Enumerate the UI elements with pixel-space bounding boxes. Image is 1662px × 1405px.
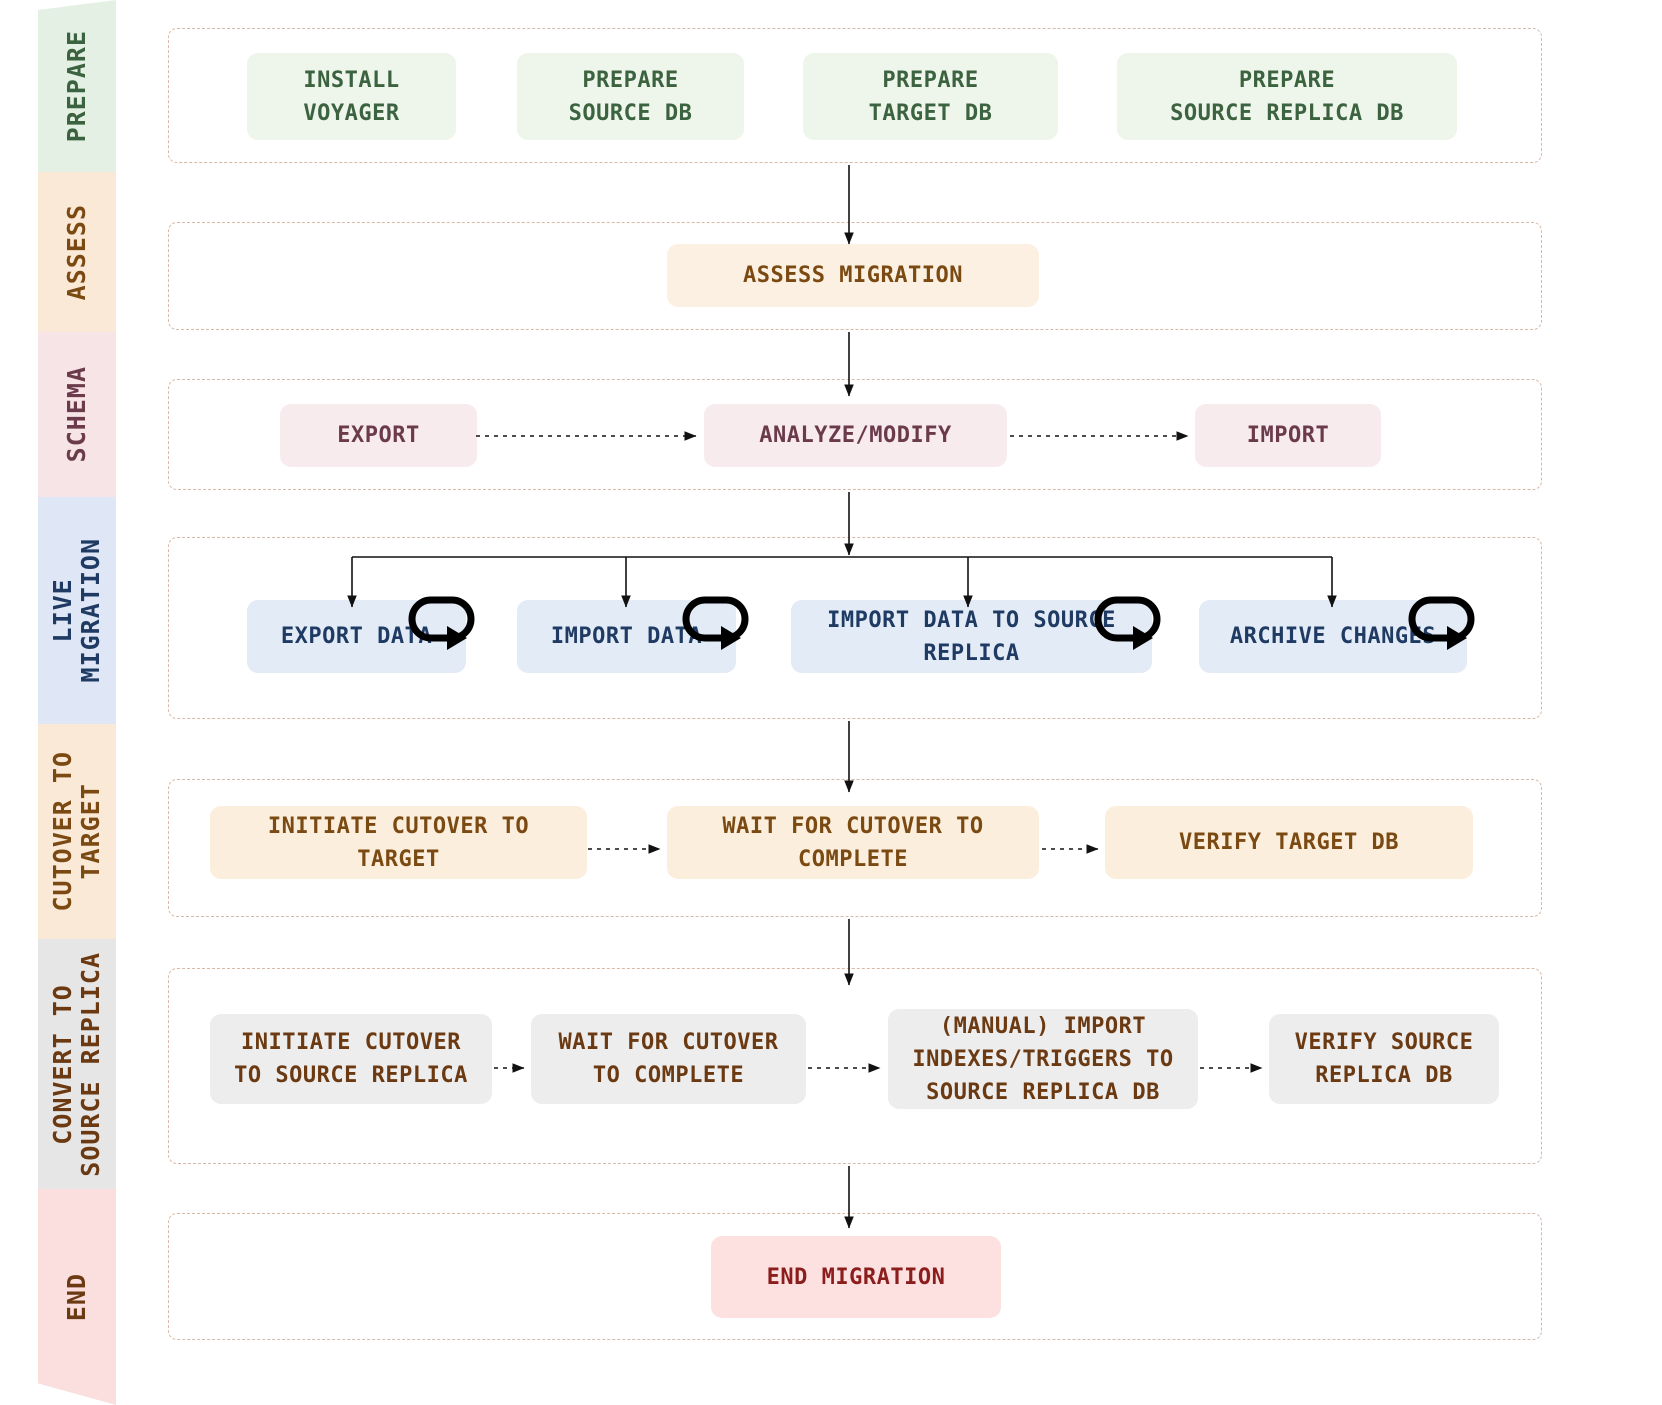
phase-label-schema: SCHEMA	[62, 366, 91, 463]
row-cutover-to-target: INITIATE CUTOVER TO TARGET WAIT FOR CUTO…	[168, 779, 1542, 917]
node-verify-source-replica-db[interactable]: VERIFY SOURCE REPLICA DB	[1269, 1014, 1499, 1104]
row-assess: ASSESS MIGRATION	[168, 222, 1542, 330]
node-prepare-source-db[interactable]: PREPARE SOURCE DB	[517, 53, 744, 140]
row-live-migration: EXPORT DATA IMPORT DATA IMPORT DATA TO S…	[168, 537, 1542, 719]
phase-ribbon: PREPARE ASSESS SCHEMA LIVE MIGRATION CUT…	[38, 0, 116, 1405]
node-end-migration[interactable]: END MIGRATION	[711, 1236, 1001, 1318]
node-initiate-cutover-to-target[interactable]: INITIATE CUTOVER TO TARGET	[210, 806, 587, 879]
node-import-data-to-source-replica[interactable]: IMPORT DATA TO SOURCE REPLICA	[791, 600, 1152, 673]
phase-label-end: END	[62, 1272, 91, 1322]
node-schema-import[interactable]: IMPORT	[1195, 404, 1381, 467]
node-manual-import-indexes-triggers[interactable]: (MANUAL) IMPORT INDEXES/TRIGGERS TO SOUR…	[888, 1009, 1198, 1109]
phase-band-end: END	[38, 1189, 116, 1405]
node-install-voyager[interactable]: INSTALL VOYAGER	[247, 53, 456, 140]
node-prepare-target-db[interactable]: PREPARE TARGET DB	[803, 53, 1058, 140]
phase-band-cutover-to-target: CUTOVER TO TARGET	[38, 724, 116, 939]
node-wait-for-cutover-to-complete-replica[interactable]: WAIT FOR CUTOVER TO COMPLETE	[531, 1014, 806, 1104]
phase-band-assess: ASSESS	[38, 172, 116, 332]
phase-label-assess: ASSESS	[62, 203, 91, 301]
node-wait-for-cutover-to-complete-target[interactable]: WAIT FOR CUTOVER TO COMPLETE	[667, 806, 1039, 879]
phase-band-schema: SCHEMA	[38, 332, 116, 497]
row-convert-to-source-replica: INITIATE CUTOVER TO SOURCE REPLICA WAIT …	[168, 968, 1542, 1164]
phase-band-convert-to-source-replica: CONVERT TO SOURCE REPLICA	[38, 939, 116, 1189]
row-schema: EXPORT ANALYZE/MODIFY IMPORT	[168, 379, 1542, 490]
phase-label-convert-to-source-replica: CONVERT TO SOURCE REPLICA	[48, 951, 105, 1177]
row-end: END MIGRATION	[168, 1213, 1542, 1340]
node-assess-migration[interactable]: ASSESS MIGRATION	[667, 244, 1039, 307]
node-prepare-source-replica-db[interactable]: PREPARE SOURCE REPLICA DB	[1117, 53, 1457, 140]
node-schema-export[interactable]: EXPORT	[280, 404, 477, 467]
node-import-data[interactable]: IMPORT DATA	[517, 600, 736, 673]
node-initiate-cutover-to-source-replica[interactable]: INITIATE CUTOVER TO SOURCE REPLICA	[210, 1014, 492, 1104]
row-prepare: INSTALL VOYAGER PREPARE SOURCE DB PREPAR…	[168, 28, 1542, 163]
phase-band-live-migration: LIVE MIGRATION	[38, 497, 116, 724]
node-schema-analyze-modify[interactable]: ANALYZE/MODIFY	[704, 404, 1007, 467]
node-archive-changes[interactable]: ARCHIVE CHANGES	[1199, 600, 1467, 673]
node-export-data[interactable]: EXPORT DATA	[247, 600, 466, 673]
node-verify-target-db[interactable]: VERIFY TARGET DB	[1105, 806, 1473, 879]
phase-label-prepare: PREPARE	[62, 29, 91, 143]
phase-label-cutover-to-target: CUTOVER TO TARGET	[48, 751, 105, 912]
phase-band-prepare: PREPARE	[38, 0, 116, 172]
flow-column: INSTALL VOYAGER PREPARE SOURCE DB PREPAR…	[168, 0, 1542, 1405]
phase-label-live-migration: LIVE MIGRATION	[48, 538, 105, 683]
